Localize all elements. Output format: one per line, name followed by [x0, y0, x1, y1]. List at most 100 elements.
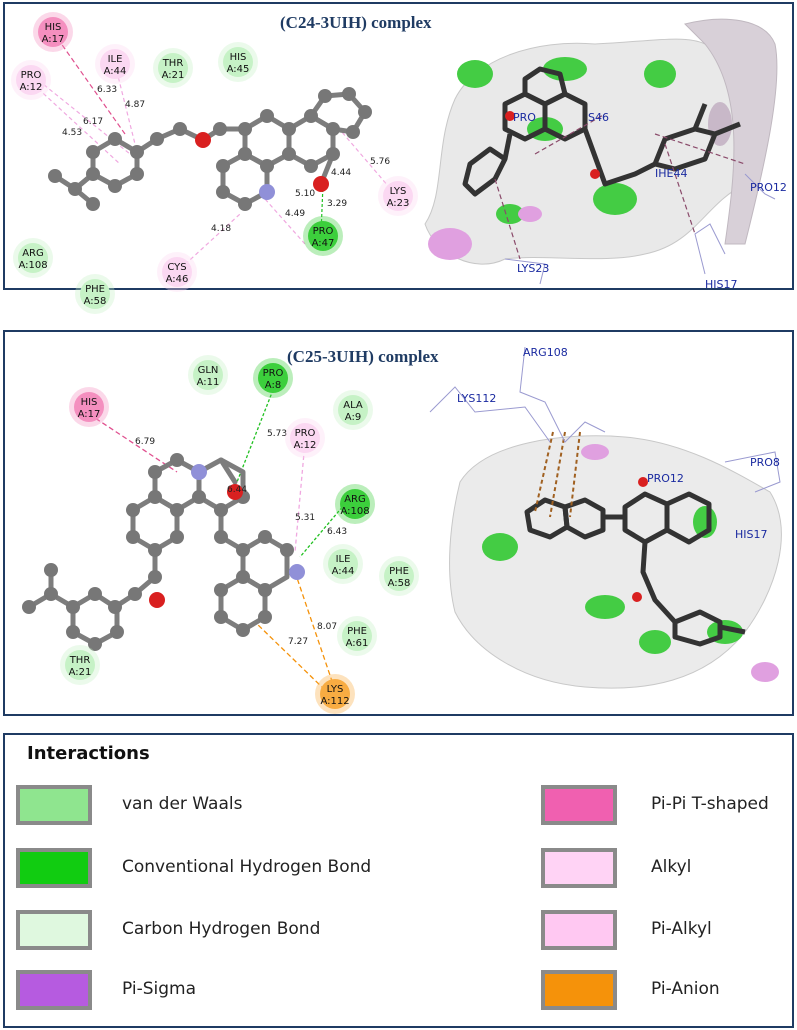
svg-text:A:61: A:61 [346, 638, 369, 649]
svg-text:A:17: A:17 [42, 34, 65, 45]
legend-label-chbond: Carbon Hydrogen Bond [122, 919, 321, 939]
c24-surface-view: PRO S46 IHE44 PRO12 LYS23 HIS17 [424, 18, 787, 291]
svg-text:HIS: HIS [81, 397, 98, 408]
svg-text:A:108: A:108 [340, 506, 369, 517]
svg-text:ALA: ALA [343, 400, 363, 411]
svg-text:A:17: A:17 [78, 409, 101, 420]
legend-label-alkyl: Alkyl [651, 857, 692, 877]
panel-c24-complex: (C24-3UIH) complex [3, 2, 794, 314]
c24-distance-labels: 6.33 4.87 6.17 4.53 5.76 4.44 5.10 3.29 … [62, 85, 390, 234]
svg-text:THR: THR [162, 58, 184, 69]
svg-text:S46: S46 [588, 111, 609, 124]
svg-text:8.07: 8.07 [317, 622, 337, 632]
svg-text:6.17: 6.17 [83, 117, 103, 127]
panel2-title: (C25-3UIH) complex [287, 347, 439, 366]
svg-text:PRO: PRO [313, 226, 334, 237]
svg-text:HIS: HIS [230, 52, 247, 63]
svg-text:PRO12: PRO12 [647, 472, 684, 485]
svg-text:4.53: 4.53 [62, 128, 82, 138]
legend-label-hbond: Conventional Hydrogen Bond [122, 857, 372, 877]
svg-text:A:47: A:47 [312, 238, 335, 249]
legend-label-pisigma: Pi-Sigma [122, 979, 197, 999]
svg-text:PRO: PRO [513, 111, 536, 124]
legend-swatch-hbond [16, 848, 92, 888]
svg-text:A:21: A:21 [69, 667, 92, 678]
svg-text:ARG: ARG [22, 248, 44, 259]
svg-text:6.43: 6.43 [327, 527, 347, 537]
svg-text:LYS112: LYS112 [457, 392, 496, 405]
svg-text:A:44: A:44 [104, 66, 127, 77]
svg-text:PHE: PHE [347, 626, 367, 637]
legend-swatch-pipi [541, 785, 617, 825]
panel1-title: (C24-3UIH) complex [280, 13, 432, 32]
svg-text:A:58: A:58 [388, 578, 411, 589]
svg-text:ILE: ILE [108, 54, 123, 65]
c24-residues: HISA:17ILEA:44THRA:21HISA:45PROA:12LYSA:… [11, 12, 418, 314]
legend-title: Interactions [27, 743, 150, 764]
svg-text:CYS: CYS [167, 262, 186, 273]
svg-text:PRO12: PRO12 [750, 181, 787, 194]
svg-text:6.33: 6.33 [97, 85, 117, 95]
svg-text:4.49: 4.49 [285, 209, 305, 219]
svg-text:GLN: GLN [198, 365, 219, 376]
legend-swatch-pianion [541, 970, 617, 1010]
svg-text:ILE: ILE [336, 554, 351, 565]
svg-text:5.31: 5.31 [295, 513, 315, 523]
svg-text:PRO: PRO [21, 70, 42, 81]
svg-text:HIS: HIS [45, 22, 62, 33]
c25-surface-view: ARG108 LYS112 PRO12 PRO8 HIS17 [429, 346, 782, 689]
svg-text:A:44: A:44 [332, 566, 355, 577]
legend-swatch-pialkyl [541, 910, 617, 950]
svg-text:4.18: 4.18 [211, 224, 231, 234]
legend-swatch-pisigma [16, 970, 92, 1010]
c25-diagram-svg: (C25-3UIH) complex [22, 346, 782, 714]
svg-text:PRO8: PRO8 [750, 456, 780, 469]
svg-text:LYS: LYS [390, 186, 407, 197]
svg-text:LYS: LYS [327, 684, 344, 695]
svg-text:A:108: A:108 [18, 260, 47, 271]
svg-text:A:46: A:46 [166, 274, 189, 285]
svg-text:A:23: A:23 [387, 198, 410, 209]
c24-diagram-svg: (C24-3UIH) complex [11, 12, 787, 314]
legend-label-pianion: Pi-Anion [651, 979, 720, 999]
svg-text:4.87: 4.87 [125, 100, 145, 110]
svg-text:A:12: A:12 [294, 440, 317, 451]
interactions-legend: Interactions van der Waals Conventional … [3, 733, 794, 1028]
svg-text:A:45: A:45 [227, 64, 250, 75]
c24-atoms [48, 87, 372, 211]
svg-text:HIS17: HIS17 [705, 278, 738, 291]
svg-text:PRO: PRO [263, 368, 284, 379]
svg-text:LYS23: LYS23 [517, 262, 549, 275]
svg-text:7.27: 7.27 [288, 637, 308, 647]
legend-swatch-alkyl [541, 848, 617, 888]
svg-text:PHE: PHE [85, 284, 105, 295]
svg-text:6.44: 6.44 [227, 485, 247, 495]
svg-text:A:21: A:21 [162, 70, 185, 81]
svg-text:5.76: 5.76 [370, 157, 390, 167]
svg-text:A:58: A:58 [84, 296, 107, 307]
legend-swatch-chbond [16, 910, 92, 950]
svg-text:6.79: 6.79 [135, 437, 155, 447]
c25-residues: GLNA:11HISA:17PROA:8ALAA:9PROA:12ARGA:10… [60, 355, 419, 714]
c25-atoms [22, 453, 305, 651]
svg-text:ARG: ARG [344, 494, 366, 505]
svg-text:3.29: 3.29 [327, 199, 347, 209]
